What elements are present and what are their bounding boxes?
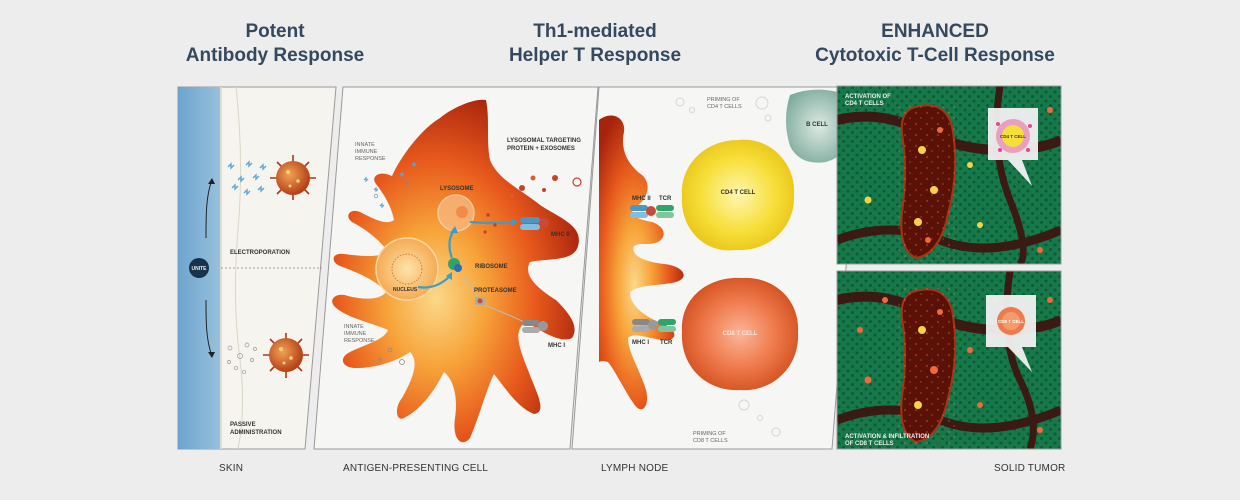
label-priming-cd4-2: CD4 T CELLS [707, 104, 742, 110]
label-proteasome: PROTEASOME [474, 288, 517, 294]
label-b-cell: B CELL [806, 122, 828, 128]
virus-icon-top [270, 155, 316, 200]
apc-fragment [599, 115, 684, 410]
bottom-label-solid-tumor: SOLID TUMOR [994, 463, 1066, 474]
apc-panel: INNATE IMMUNE RESPONSE INNATE IMMUNE RES… [313, 86, 599, 450]
label-cd4-cell: CD4 T CELL [721, 190, 756, 196]
label-passive-2: ADMINISTRATION [230, 430, 282, 436]
tumor-panel-top: ACTIVATION OF CD4 T CELLS CD4 T CELL [836, 85, 1062, 265]
label-innate-top-3: RESPONSE [355, 156, 386, 162]
innate-sparks-icon [363, 161, 417, 209]
label-innate-top-2: IMMUNE [355, 149, 378, 155]
label-priming-cd8-1: PRIMING OF [693, 431, 726, 437]
label-innate-bot-3: RESPONSE [344, 338, 375, 344]
vesicles [227, 342, 257, 375]
label-cd4-zoom: CD4 T CELL [1000, 134, 1026, 139]
label-innate-bot-2: IMMUNE [344, 331, 367, 337]
unite-badge: UNITE [192, 266, 208, 272]
label-electroporation: ELECTROPORATION [230, 250, 290, 256]
cd8-t-cell: CD8 T CELL [681, 277, 799, 391]
label-priming-cd4-1: PRIMING OF [707, 97, 740, 103]
label-ribosome: RIBOSOME [475, 264, 508, 270]
bottom-label-lymph-node: LYMPH NODE [601, 463, 669, 474]
mhc2-tcr-complex [630, 205, 674, 218]
title-helper-t-response: Th1-mediated Helper T Response [508, 21, 682, 66]
label-innate-bot-1: INNATE [344, 324, 364, 330]
label-priming-cd8-2: CD8 T CELLS [693, 438, 728, 444]
skin-panel: UNITE ELECTROPORATION PASSIVE ADMINISTRA… [177, 86, 337, 450]
label-cd8-zoom: CD8 T CELL [998, 319, 1024, 324]
proteasome-icon [475, 297, 485, 305]
mhc1-receptor-icon [522, 320, 548, 333]
label-lysosomal-1: LYSOSOMAL TARGETING [507, 138, 581, 144]
label-tcr-top: TCR [659, 196, 672, 202]
label-activation-cd4-1: ACTIVATION OF [845, 94, 891, 100]
lymph-node-panel: B CELL CD4 T CELL CD8 T CELL [571, 86, 861, 450]
b-cell: B CELL [786, 89, 853, 163]
tumor-panel-bottom: CD8 T CELL ACTIVATION & INFILTRATION OF … [836, 270, 1062, 450]
label-passive-1: PASSIVE [230, 422, 256, 428]
cd4-t-cell: CD4 T CELL [681, 139, 795, 251]
label-mhc1: MHC I [548, 343, 565, 349]
label-activation-cd8-1: ACTIVATION & INFILTRATION [845, 434, 929, 440]
electroporation-sparks-icon [227, 160, 267, 196]
title-cytotoxic-t-response: ENHANCED Cytotoxic T-Cell Response [815, 21, 1055, 66]
label-lysosome: LYSOSOME [440, 186, 473, 192]
mhc2-receptor-icon [520, 217, 549, 230]
label-lysosomal-2: PROTEIN + EXOSOMES [507, 146, 575, 152]
label-innate-top-1: INNATE [355, 142, 375, 148]
label-cd8-cell: CD8 T CELL [723, 331, 758, 337]
label-mhc2-lymph: MHC II [632, 196, 651, 202]
virus-icon-bottom [263, 333, 309, 378]
ribosome-icon [448, 258, 462, 272]
label-tcr-bottom: TCR [660, 340, 673, 346]
label-activation-cd4-2: CD4 T CELLS [845, 101, 884, 107]
label-nucleus: NUCLEUS [393, 287, 418, 293]
label-mhc1-lymph: MHC I [632, 340, 649, 346]
label-mhc2: MHC II [551, 232, 570, 238]
mhc1-tcr-complex [632, 319, 676, 332]
bottom-label-apc: ANTIGEN-PRESENTING CELL [343, 463, 489, 474]
exosomes [483, 175, 582, 234]
bottom-label-skin: SKIN [219, 463, 244, 474]
label-activation-cd8-2: OF CD8 T CELLS [845, 441, 894, 447]
title-antibody-response: Potent Antibody Response [185, 21, 365, 66]
